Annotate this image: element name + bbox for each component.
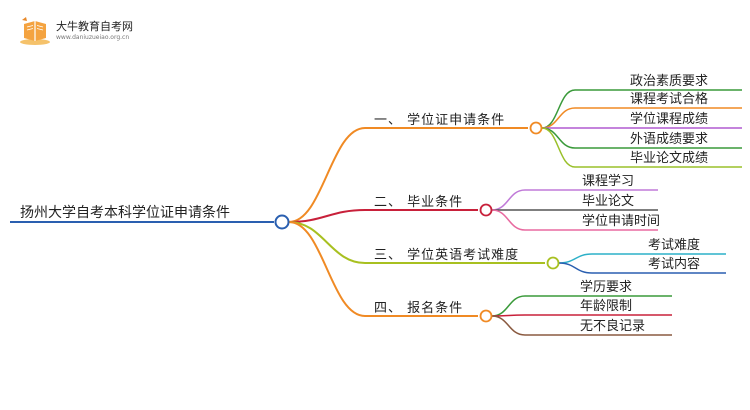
- branch-node: [546, 256, 560, 270]
- leaf-connector: [558, 253, 593, 264]
- leaf-topic: 学位课程成绩: [630, 112, 709, 127]
- branch-topic: 一、 学位证申请条件: [374, 113, 506, 128]
- branch-node: [479, 309, 493, 323]
- leaf-topic: 无不良记录: [580, 319, 646, 334]
- leaf-topic: 毕业论文成绩: [630, 151, 709, 166]
- logo-title: 大牛教育自考网: [56, 20, 133, 33]
- leaf-topic: 外语成绩要求: [630, 132, 709, 147]
- branch-topic: 三、 学位英语考试难度: [374, 248, 520, 263]
- root-topic: 扬州大学自考本科学位证申请条件: [20, 205, 230, 221]
- leaf-connector: [541, 127, 576, 168]
- leaf-connector: [491, 189, 526, 211]
- leaf-connector: [491, 209, 526, 231]
- leaf-topic: 年龄限制: [580, 299, 633, 314]
- branch-topic: 二、 毕业条件: [374, 195, 464, 210]
- leaf-topic: 毕业论文: [582, 194, 635, 209]
- leaf-topic: 政治素质要求: [630, 74, 709, 89]
- leaf-connector: [491, 315, 526, 336]
- leaf-topic: 课程学习: [582, 174, 635, 189]
- leaf-connector: [558, 262, 593, 274]
- branch-connector: [288, 221, 366, 264]
- branch-node: [479, 203, 493, 217]
- leaf-topic: 学位申请时间: [582, 214, 661, 229]
- site-logo: 大牛教育自考网 www.daniuzueiao.org.cn: [18, 14, 168, 48]
- branch-connector: [288, 209, 366, 223]
- leaf-topic: 考试内容: [648, 257, 701, 272]
- book-logo-icon: [20, 17, 50, 45]
- leaf-topic: 学历要求: [580, 280, 633, 295]
- leaf-topic: 课程考试合格: [630, 92, 709, 107]
- branch-connector: [288, 127, 366, 223]
- branch-node: [529, 121, 543, 135]
- leaf-topic: 考试难度: [648, 238, 701, 253]
- leaf-connector: [541, 127, 576, 149]
- branch-connector: [288, 221, 366, 317]
- root-node: [274, 214, 290, 230]
- leaf-connector: [491, 295, 526, 317]
- leaf-connector: [541, 107, 576, 129]
- logo-url: www.daniuzueiao.org.cn: [56, 34, 130, 41]
- branch-topic: 四、 报名条件: [374, 301, 464, 316]
